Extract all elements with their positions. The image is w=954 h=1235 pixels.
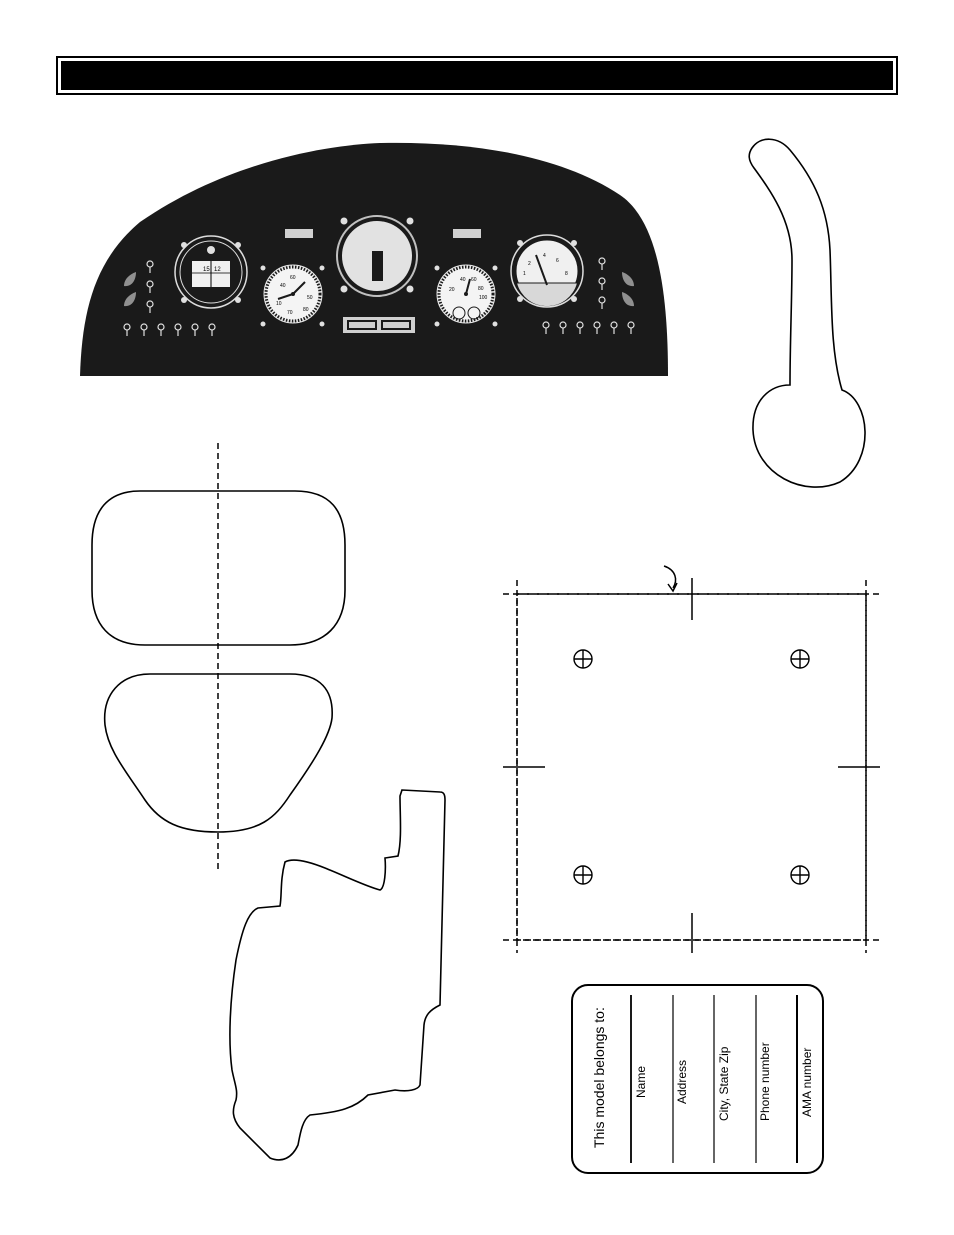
svg-text:60: 60 bbox=[290, 275, 296, 281]
pilot-figure-template bbox=[230, 790, 445, 1160]
svg-text:1: 1 bbox=[523, 271, 526, 277]
panel-placard-right bbox=[453, 229, 481, 238]
svg-text:20: 20 bbox=[449, 287, 455, 293]
svg-text:15: 15 bbox=[203, 267, 210, 273]
center-compass-gauge bbox=[337, 216, 417, 296]
svg-text:100: 100 bbox=[479, 295, 488, 301]
tag-field-phone: Phone number bbox=[758, 1042, 772, 1121]
attitude-gauge: 15 12 bbox=[175, 236, 247, 308]
svg-text:40: 40 bbox=[460, 277, 466, 283]
instrument-panel: 15 12 60 40 50 80 10 70 bbox=[80, 143, 668, 376]
svg-text:8: 8 bbox=[565, 271, 568, 277]
panel-placard-left bbox=[285, 229, 313, 238]
svg-text:80: 80 bbox=[303, 307, 309, 313]
svg-text:4: 4 bbox=[543, 253, 546, 259]
tag-field-address: Address bbox=[675, 1060, 689, 1104]
tag-field-ama: AMA number bbox=[800, 1048, 814, 1117]
mounting-plate-template bbox=[503, 566, 880, 953]
tachometer-gauge: 1 2 4 6 8 bbox=[511, 235, 583, 307]
tag-field-name: Name bbox=[634, 1066, 648, 1098]
svg-text:60: 60 bbox=[471, 277, 477, 283]
svg-text:2: 2 bbox=[528, 261, 531, 267]
control-stick-template bbox=[749, 139, 865, 487]
tag-field-city: City, State Zip bbox=[717, 1046, 731, 1121]
svg-text:80: 80 bbox=[478, 286, 484, 292]
svg-text:10: 10 bbox=[276, 301, 282, 307]
svg-text:50: 50 bbox=[307, 295, 313, 301]
owner-tag: This model belongs to: Name Address City… bbox=[572, 985, 823, 1173]
svg-text:40: 40 bbox=[280, 283, 286, 289]
svg-text:6: 6 bbox=[556, 258, 559, 264]
svg-text:12: 12 bbox=[214, 267, 221, 273]
svg-text:70: 70 bbox=[287, 310, 293, 316]
tag-heading: This model belongs to: bbox=[591, 1007, 607, 1148]
